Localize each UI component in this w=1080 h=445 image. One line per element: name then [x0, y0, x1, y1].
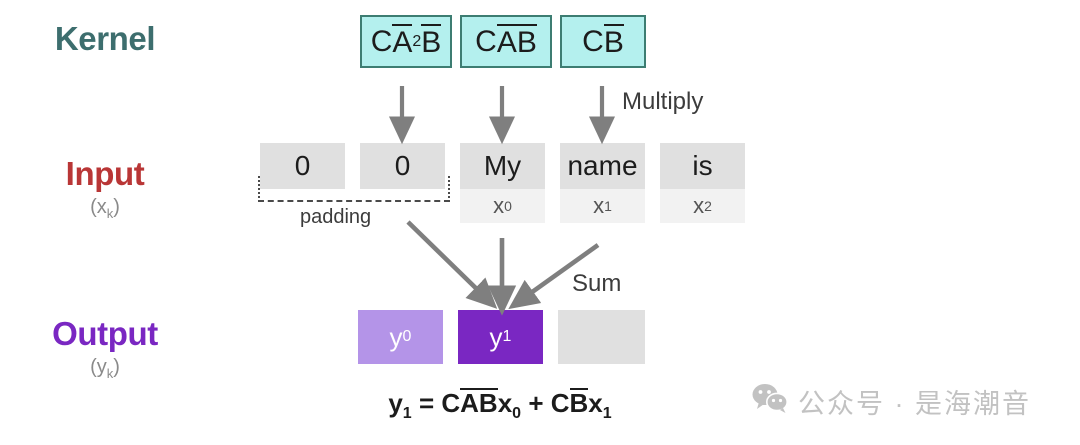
equation-term-2: CBx1: [550, 388, 612, 423]
kernel-term-b-bar: B: [421, 24, 442, 60]
equation: y1 = CABx0 + CBx1: [388, 388, 612, 423]
kernel-term-c: C: [582, 24, 604, 58]
output-cell-empty: [558, 310, 645, 364]
sum-arrow-left: [406, 220, 498, 309]
kernel-term-b-bar: B: [516, 24, 537, 60]
input-cell-is: is: [660, 143, 745, 189]
multiply-label: Multiply: [622, 88, 704, 115]
padding-label: padding: [300, 206, 372, 228]
watermark-text: 公众号 · 是海潮音: [798, 389, 1031, 419]
equation-term-1: CABx0: [441, 388, 522, 423]
input-cell-pad0: 0: [260, 143, 345, 189]
kernel-term-a-bar: A: [392, 24, 413, 60]
kernel-term-exponent: 2: [412, 32, 422, 50]
watermark: 公众号 · 是海潮音: [752, 382, 1031, 421]
row-sublabel-input: (xk): [90, 196, 120, 221]
row-label-input: Input: [65, 155, 145, 192]
wechat-icon: [752, 383, 788, 420]
kernel-term-c: C: [475, 24, 497, 58]
input-cell-name: name: [560, 143, 645, 189]
input-cell-pad1: 0: [360, 143, 445, 189]
kernel-term-b-bar: B: [603, 24, 624, 60]
kernel-term-a-bar: A: [496, 24, 517, 60]
equation-equals: =: [418, 388, 435, 418]
row-label-kernel: Kernel: [54, 20, 156, 57]
equation-lhs: y: [388, 388, 403, 418]
sum-label: Sum: [572, 270, 622, 297]
input-cell-my: My: [460, 143, 545, 189]
padding-bracket: [258, 176, 450, 202]
kernel-term-c: C: [370, 24, 393, 58]
equation-plus: +: [528, 388, 544, 418]
row-label-output: Output: [52, 315, 158, 352]
row-sublabel-output: (yk): [90, 356, 120, 381]
